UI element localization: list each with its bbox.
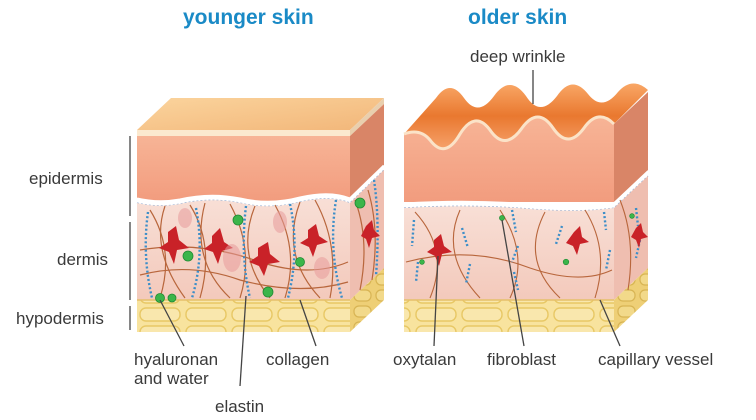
and-water-label: and water xyxy=(134,369,209,388)
elastin-label: elastin xyxy=(215,397,264,416)
collagen-label: collagen xyxy=(266,350,329,369)
younger-stratum-corneum xyxy=(137,130,350,136)
capillary-vessel-label: capillary vessel xyxy=(598,350,713,369)
younger-skin-block xyxy=(137,98,384,332)
younger-epidermis xyxy=(137,136,350,201)
deep-wrinkle-label: deep wrinkle xyxy=(470,47,565,66)
dermis-label: dermis xyxy=(57,250,108,269)
oxytalan-label: oxytalan xyxy=(393,350,456,369)
hypodermis-label: hypodermis xyxy=(16,309,104,328)
younger-skin-surface xyxy=(137,98,384,130)
fibroblast-label: fibroblast xyxy=(487,350,556,369)
epidermis-label: epidermis xyxy=(29,169,103,188)
hyaluronan-label: hyaluronan xyxy=(134,350,218,369)
younger-skin-title: younger skin xyxy=(183,6,314,30)
older-skin-block xyxy=(404,83,648,332)
older-skin-title: older skin xyxy=(468,6,567,30)
